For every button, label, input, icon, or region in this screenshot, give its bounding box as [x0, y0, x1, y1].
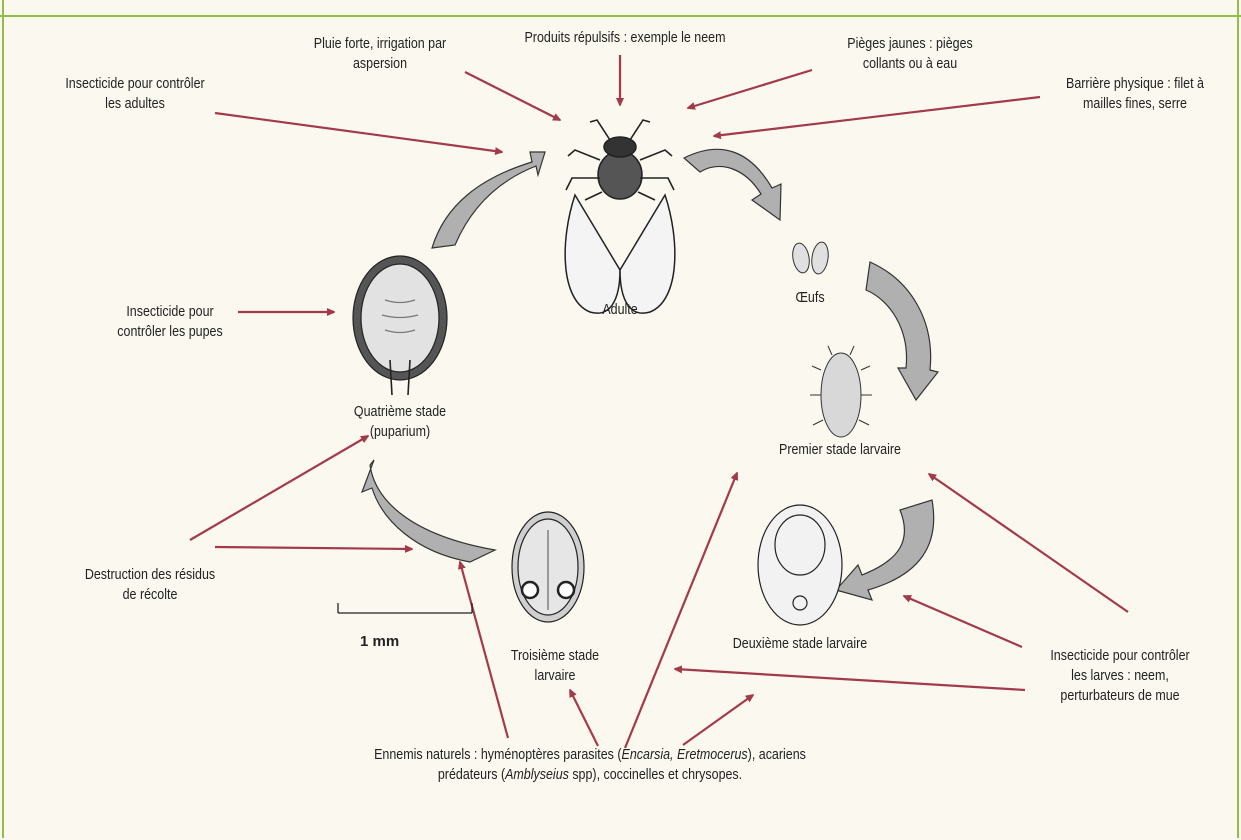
eggs-illustration [791, 241, 831, 275]
label-natural-enemies: Ennemis naturels : hyménoptères parasite… [263, 745, 917, 785]
first-instar-illustration [810, 346, 872, 437]
fourth-instar-illustration [353, 256, 447, 395]
scale-bar-label: 1 mm [360, 633, 399, 650]
arrow-enemies-to-second [683, 695, 753, 745]
arrow-rain [465, 72, 560, 120]
arrow-adult-insecticide [215, 113, 502, 152]
cycle-arrow-second-to-third [362, 460, 495, 562]
label-repellent: Produits répulsifs : exemple le neem [509, 28, 741, 48]
label-fourth-instar: Quatrième stade(puparium) [340, 402, 460, 442]
adult-whitefly-illustration [565, 120, 675, 313]
arrow-barrier [714, 97, 1040, 136]
third-instar-illustration [512, 512, 584, 622]
label-adult: Adulte [577, 300, 663, 320]
cycle-arrow-eggs-to-first [866, 262, 938, 400]
label-second-instar: Deuxième stade larvaire [714, 634, 886, 654]
arrow-larvae-to-first [929, 474, 1128, 612]
arrow-enemies-to-first [625, 473, 737, 748]
arrow-traps [688, 70, 812, 108]
second-instar-illustration [758, 505, 842, 625]
label-first-instar: Premier stade larvaire [758, 440, 921, 460]
cycle-arrow-adult-to-eggs [684, 149, 781, 220]
label-eggs: Œufs [784, 288, 836, 308]
arrow-larvae-to-second [904, 596, 1022, 647]
arrow-enemies-to-third [570, 690, 598, 746]
arrow-larvae-to-enemies-line [675, 669, 1025, 690]
arrow-residue-to-third [215, 547, 412, 549]
scale-bar [338, 603, 472, 613]
arrow-residue-to-fourth [190, 436, 368, 540]
cycle-arrow-fourth-to-adult [432, 152, 545, 248]
cycle-arrow-second-to-first [836, 500, 934, 600]
